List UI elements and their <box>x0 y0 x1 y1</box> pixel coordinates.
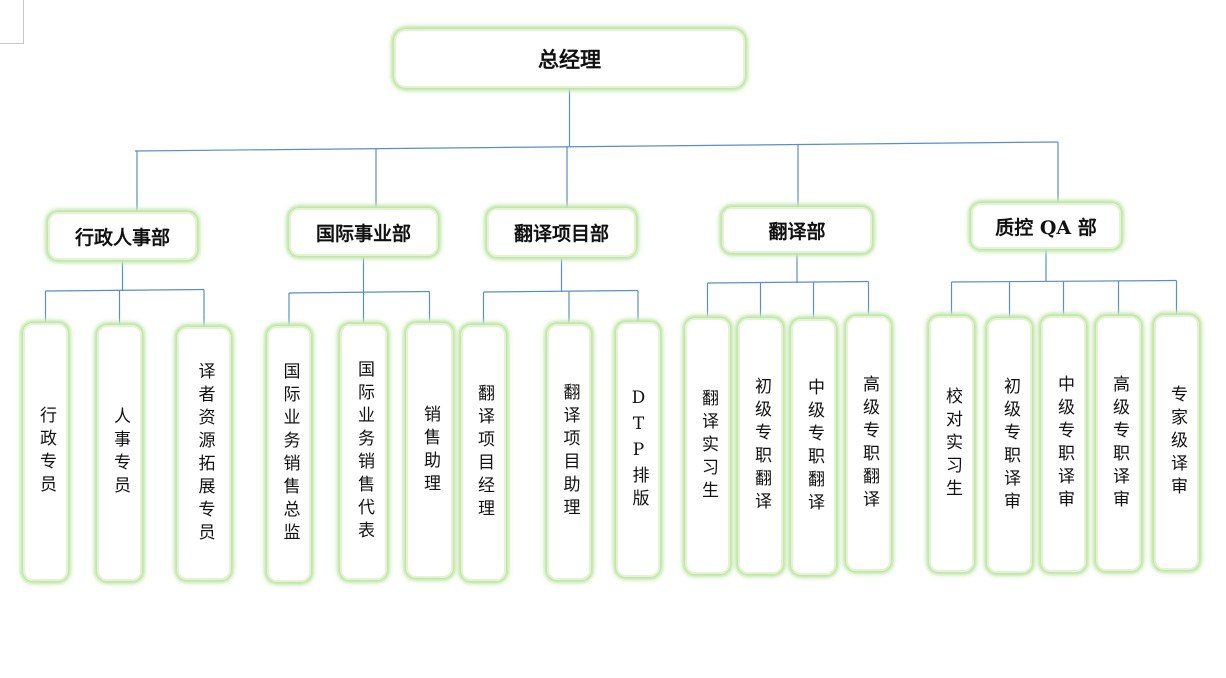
node-role-1-2: 销售助理 <box>406 323 453 578</box>
node-role-1-0: 国际业务销售总监 <box>267 326 311 582</box>
node-role-0-0: 行政专员 <box>23 323 68 581</box>
node-role-1-1-label: 国际业务销售代表 <box>354 360 374 544</box>
node-role-4-3-label: 高级专职译审 <box>1109 374 1129 513</box>
node-role-4-2: 中级专职译审 <box>1041 316 1086 572</box>
node-dept-1: 国际事业部 <box>289 208 438 256</box>
node-role-3-2: 中级专职翻译 <box>791 319 836 575</box>
node-role-4-3: 高级专职译审 <box>1096 316 1141 571</box>
node-role-3-3: 高级专职翻译 <box>846 316 891 571</box>
node-role-2-0-label: 翻译项目经理 <box>474 384 494 522</box>
node-role-3-0-label: 翻译实习生 <box>698 388 718 504</box>
node-role-1-2-label: 销售助理 <box>420 404 440 497</box>
node-role-0-2-label: 译者资源拓展专员 <box>194 361 215 546</box>
node-dept-0: 行政人事部 <box>48 212 197 260</box>
connector-dept-2-bus <box>483 289 639 293</box>
node-role-4-0-label: 校对实习生 <box>942 386 962 502</box>
node-role-0-1-label: 人事专员 <box>110 407 130 499</box>
connector-dept-3-bus <box>707 280 869 284</box>
node-role-2-2-label: DTP排版 <box>628 387 649 512</box>
node-role-3-1: 初级专职翻译 <box>738 318 783 574</box>
node-dept-4-label: 质控 QA 部 <box>995 216 1097 239</box>
connector-dept-0-bus <box>45 288 205 292</box>
node-role-4-1-label: 初级专职译审 <box>1000 376 1020 515</box>
connector-dept-1-bus <box>288 290 430 294</box>
node-dept-4: 质控 QA 部 <box>971 203 1121 249</box>
node-dept-2: 翻译项目部 <box>487 208 636 257</box>
node-dept-2-label: 翻译项目部 <box>513 223 609 245</box>
node-general-manager-label: 总经理 <box>538 46 601 72</box>
node-dept-0-label: 行政人事部 <box>74 226 170 249</box>
node-role-1-0-label: 国际业务销售总监 <box>279 362 300 546</box>
node-role-0-1: 人事专员 <box>97 325 142 581</box>
connector-dept-4-bus <box>951 279 1177 283</box>
node-dept-1-label: 国际事业部 <box>315 222 411 245</box>
node-role-4-0: 校对实习生 <box>929 316 974 572</box>
node-role-2-1-label: 翻译项目助理 <box>559 383 580 521</box>
connector-top-bus <box>134 141 1059 152</box>
node-role-4-1: 初级专职译审 <box>987 318 1032 573</box>
node-role-2-0: 翻译项目经理 <box>461 325 506 581</box>
node-role-4-2-label: 中级专职译审 <box>1054 375 1074 513</box>
node-role-3-0: 翻译实习生 <box>685 318 730 574</box>
node-role-1-1: 国际业务销售代表 <box>340 324 387 580</box>
node-role-0-0-label: 行政专员 <box>36 406 56 498</box>
node-role-0-2: 译者资源拓展专员 <box>177 327 231 580</box>
node-role-4-4: 专家级译审 <box>1154 315 1199 570</box>
node-dept-3: 翻译部 <box>722 207 872 253</box>
node-dept-3-label: 翻译部 <box>768 220 826 243</box>
node-general-manager: 总经理 <box>394 29 745 88</box>
node-role-3-1-label: 初级专职翻译 <box>751 377 771 515</box>
node-role-3-2-label: 中级专职翻译 <box>804 378 824 516</box>
node-role-2-1: 翻译项目助理 <box>547 324 591 580</box>
node-role-2-2: DTP排版 <box>616 322 660 577</box>
node-role-4-4-label: 专家级译审 <box>1167 385 1187 500</box>
page-corner-mark <box>0 0 24 44</box>
node-role-3-3-label: 高级专职翻译 <box>859 374 879 513</box>
